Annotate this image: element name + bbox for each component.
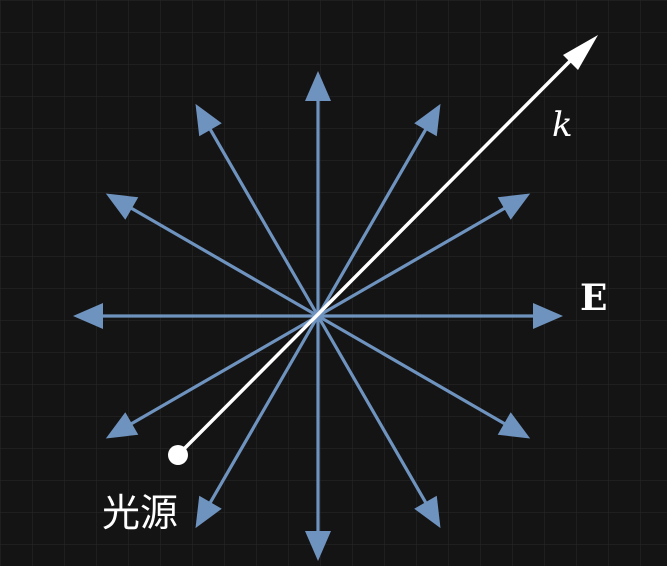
field-vector-arrowhead — [195, 495, 222, 529]
field-vector-arrowhead — [497, 193, 531, 220]
field-vector-line — [316, 314, 506, 426]
source-label: 光源 — [102, 491, 178, 535]
field-vector-arrowhead — [414, 103, 441, 137]
field-vector-line — [316, 128, 428, 318]
field-vector-arrowhead — [414, 495, 441, 529]
field-vector-arrowhead — [533, 303, 563, 329]
field-vector-arrowhead — [497, 412, 531, 439]
field-vector-arrowhead — [105, 193, 139, 220]
wave-vector-arrow — [176, 35, 598, 457]
field-vector-arrowhead — [305, 531, 331, 561]
wave-vector-line — [176, 46, 585, 457]
field-vector-line — [130, 314, 320, 426]
field-vector-line — [130, 206, 320, 318]
field-vector-group — [73, 71, 563, 561]
wave-vector-arrowhead — [563, 35, 598, 70]
field-vector-line — [208, 128, 320, 318]
field-vector-line — [208, 314, 320, 504]
field-vector-line — [316, 206, 506, 318]
field-vector-arrowhead — [305, 71, 331, 101]
field-vector-arrowhead — [73, 303, 103, 329]
field-vector-line — [316, 314, 428, 504]
wave-vector-label: k — [552, 105, 573, 145]
field-vector-arrowhead — [195, 103, 222, 137]
field-label: E — [580, 277, 607, 319]
field-vector-arrowhead — [105, 412, 139, 439]
source-dot-icon — [168, 445, 188, 465]
